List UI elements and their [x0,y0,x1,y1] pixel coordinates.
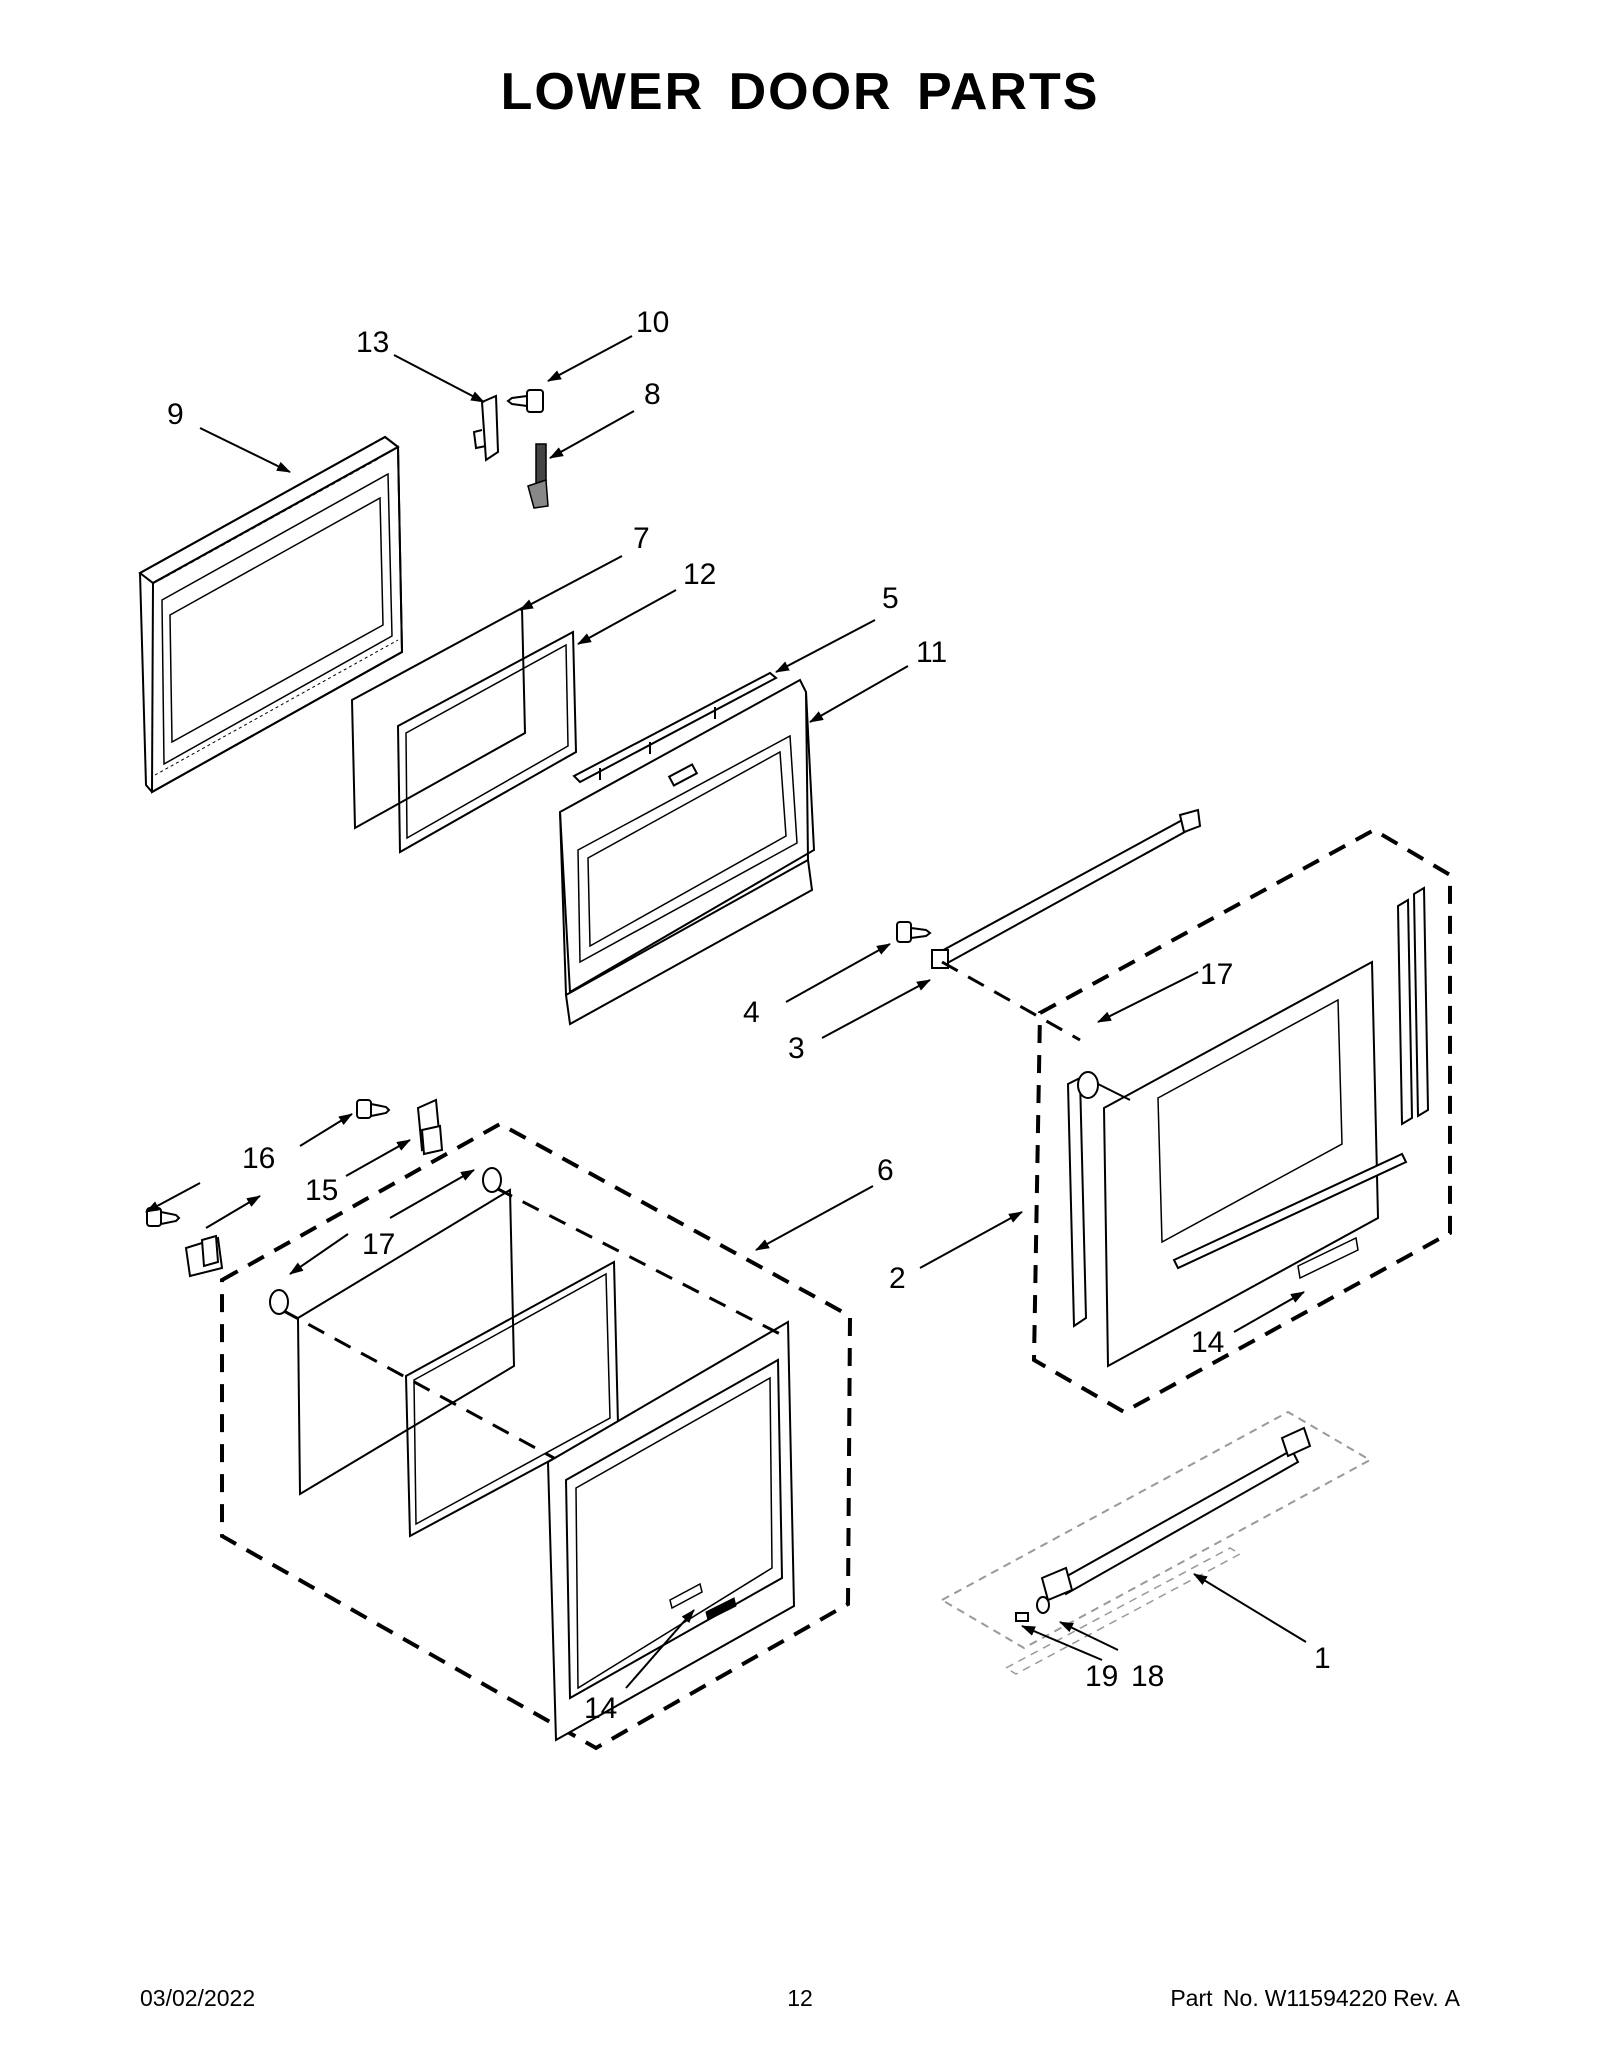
callout-14-right: 14 [1191,1326,1224,1359]
part-10-screw [506,389,544,413]
part-6-inner-door-assembly [220,1121,853,1751]
part-13-clip [472,394,500,462]
page-title: LOWER DOOR PARTS [500,63,1100,121]
part-15-hinge-brackets [184,1098,444,1278]
callout-2: 2 [889,1262,906,1295]
part-2-outer-door-assembly [941,827,1452,1415]
part-8-hinge-bracket [527,443,549,509]
rev-value: A [1444,1985,1460,2011]
callout-16: 16 [242,1142,275,1175]
part-no-value: W11594220 [1264,1985,1388,2011]
part-16-screws [146,1099,391,1227]
callout-18: 18 [1131,1660,1164,1693]
callout-14-left: 14 [584,1692,617,1725]
callout-1: 1 [1314,1642,1331,1675]
callout-9: 9 [167,398,184,431]
footer-page-number: 12 [787,1985,813,2011]
callout-7: 7 [633,522,650,555]
callout-3: 3 [788,1032,805,1065]
callout-4: 4 [743,996,760,1029]
callout-12: 12 [683,558,716,591]
callout-8: 8 [644,378,661,411]
callout-19: 19 [1085,1660,1118,1693]
callout-15: 15 [305,1174,338,1207]
part-4-screw [896,921,932,943]
callout-17-left: 17 [362,1228,395,1261]
part-7-glass-pane [350,606,527,830]
part-1-handle-assembly [939,1410,1373,1675]
part-no-label: Part No. [1170,1985,1259,2011]
part-3-hinge-bar [931,808,1202,969]
callout-6: 6 [877,1154,894,1187]
leader-lines [145,335,1307,1689]
footer-date: 03/02/2022 [140,1985,256,2011]
rev-label: Rev. [1393,1985,1439,2011]
callout-5: 5 [882,582,899,615]
part-11-door-frame [558,678,816,1026]
callout-10: 10 [636,306,669,339]
part-12-gasket [396,630,578,854]
part-9-inner-door-panel [138,435,404,794]
callout-labels: 9 13 10 8 7 12 5 11 4 3 17 2 14 6 16 15 … [167,306,1331,1725]
part-5-top-trim [572,671,778,784]
callout-13: 13 [356,326,389,359]
callout-11: 11 [916,636,947,669]
callout-17-right: 17 [1200,958,1233,991]
